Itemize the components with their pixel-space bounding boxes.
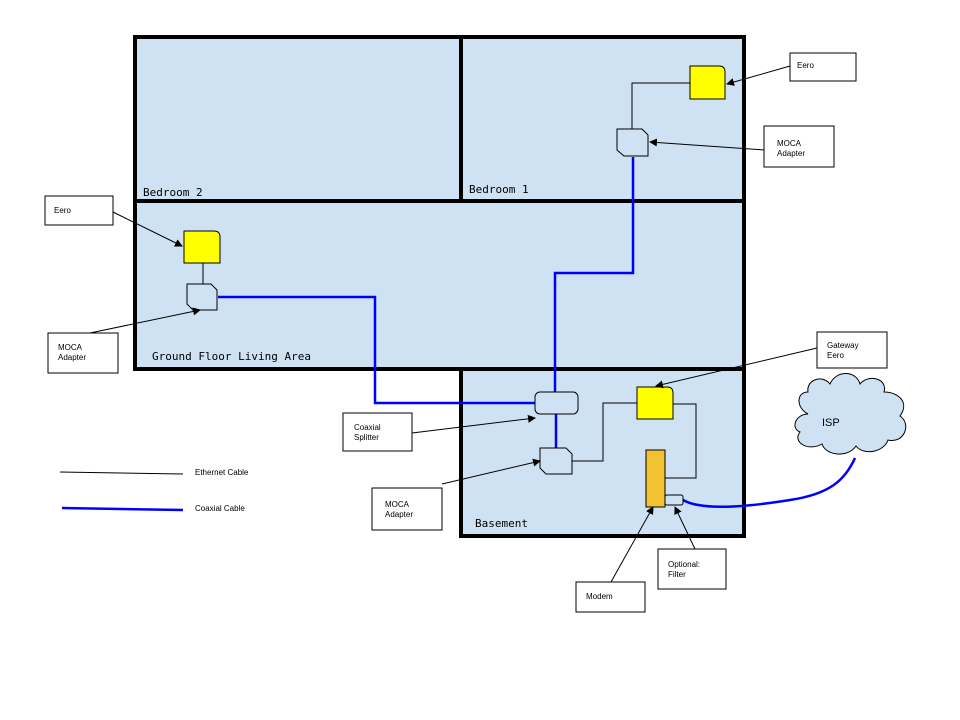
coax-ground-to-splitter xyxy=(218,295,535,405)
leader-gateway-eero xyxy=(655,347,818,389)
legend-coax-line xyxy=(61,506,184,512)
room-bedroom-1 xyxy=(459,35,746,203)
leader-coax-splitter xyxy=(411,414,536,434)
isp-cloud xyxy=(794,373,907,455)
leader-modem xyxy=(610,506,654,583)
leader-eero-ground xyxy=(112,211,183,247)
legend: Ethernet Cable Coaxial Cable xyxy=(59,468,249,513)
leader-moca-ground xyxy=(89,307,201,334)
label-ground-floor: Ground Floor Living Area xyxy=(152,350,311,363)
moca-adapter-basement xyxy=(539,447,573,475)
room-ground-floor xyxy=(133,199,746,371)
coax-filter-to-isp xyxy=(682,457,857,509)
leader-eero-bedroom-1 xyxy=(726,65,791,86)
label-bedroom-1: Bedroom 1 xyxy=(469,183,529,196)
svg-text:Modem: Modem xyxy=(586,592,613,601)
moca-adapter-ground-floor xyxy=(186,283,218,311)
coax-cables xyxy=(218,157,857,509)
legend-coax-label: Coaxial Cable xyxy=(195,504,245,513)
leader-optional-filter xyxy=(674,506,696,550)
label-basement: Basement xyxy=(475,517,528,530)
isp-label: ISP xyxy=(822,417,840,429)
legend-ethernet-label: Ethernet Cable xyxy=(195,468,249,477)
ethernet-gateway-to-modem xyxy=(665,403,697,479)
gateway-eero xyxy=(636,386,674,420)
svg-text:Optional:Filter: Optional:Filter xyxy=(668,560,700,579)
callout-modem: Modem xyxy=(575,581,646,613)
leader-moca-bedroom-1 xyxy=(649,138,765,151)
svg-text:Eero: Eero xyxy=(797,61,814,70)
eero-ground-floor xyxy=(183,230,221,264)
ethernet-cables xyxy=(202,82,697,479)
coax-bedroom1-to-splitter xyxy=(553,157,635,392)
eero-bedroom-1 xyxy=(689,65,726,100)
modem xyxy=(645,449,666,508)
ethernet-basement-moca-to-gateway xyxy=(572,402,637,462)
legend-ethernet-line xyxy=(59,471,184,475)
callout-optional-filter: Optional:Filter xyxy=(657,548,727,590)
svg-text:Eero: Eero xyxy=(54,206,71,215)
label-bedroom-2: Bedroom 2 xyxy=(143,186,203,199)
room-bedroom-2 xyxy=(133,35,463,203)
callout-eero-bedroom-1: Eero xyxy=(789,52,857,82)
callout-leaders xyxy=(89,65,818,583)
optional-filter xyxy=(664,494,684,506)
moca-adapter-bedroom-1 xyxy=(616,128,649,157)
leader-moca-basement xyxy=(441,458,541,485)
coaxial-splitter xyxy=(534,391,579,415)
callout-eero-ground: Eero xyxy=(44,195,114,226)
ethernet-bedroom1 xyxy=(631,82,690,130)
